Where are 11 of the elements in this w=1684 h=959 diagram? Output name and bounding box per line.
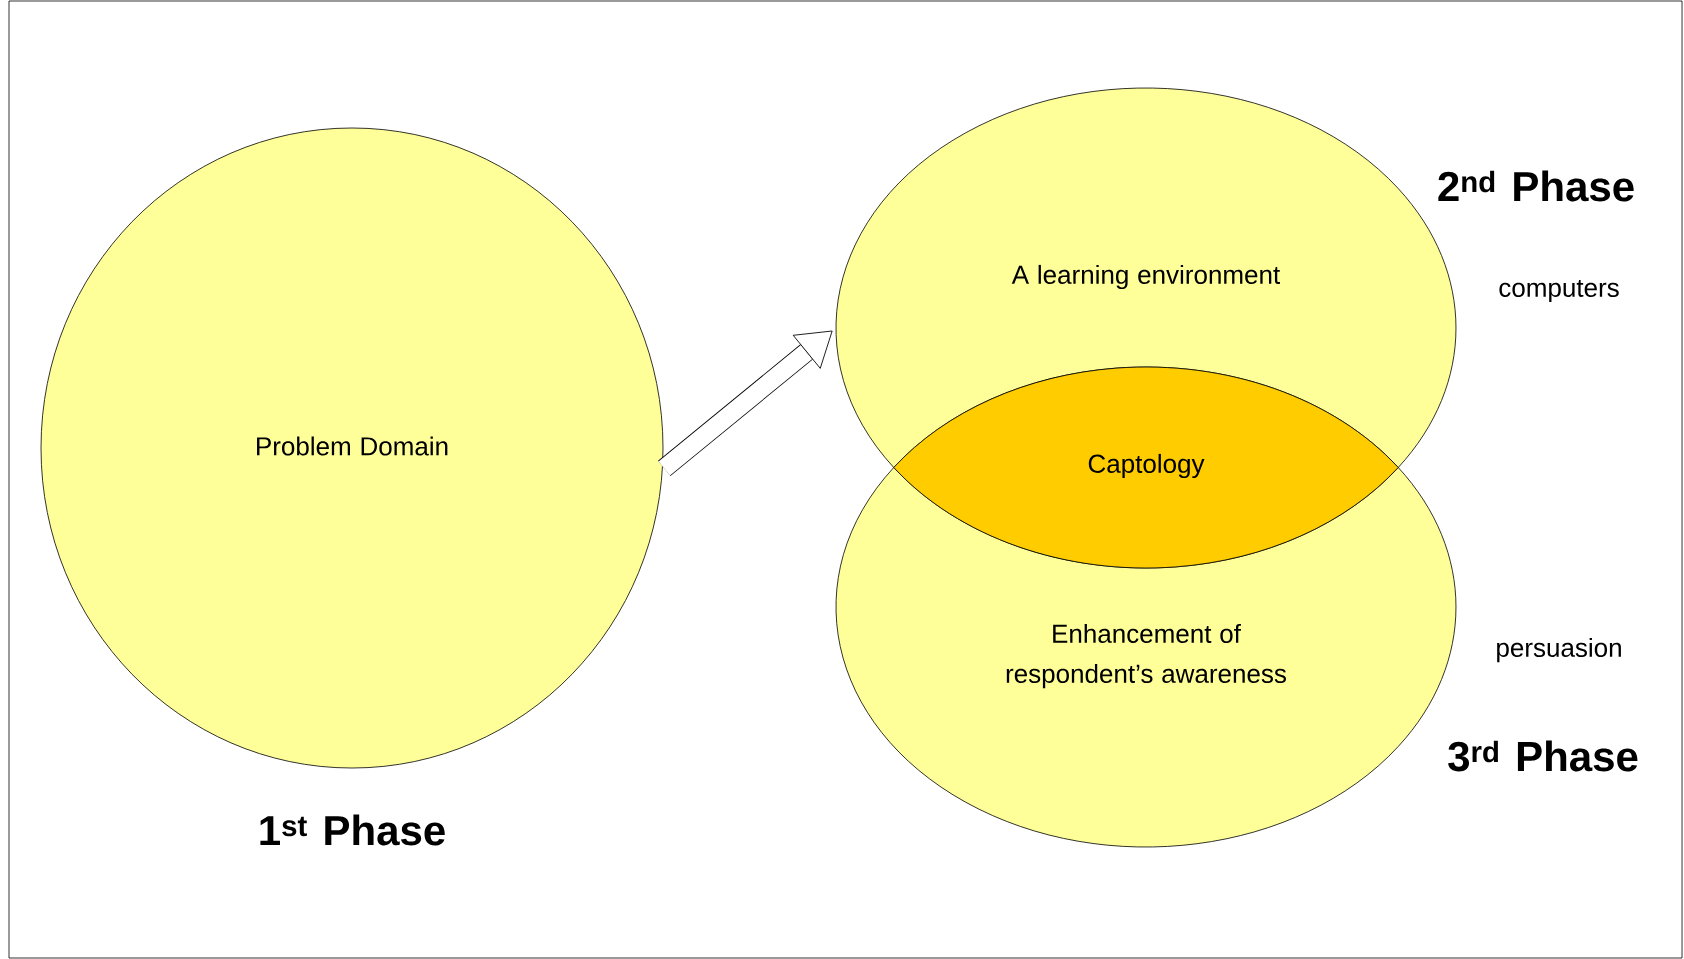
phase-label: 1$^{st}$ Phase xyxy=(260,814,445,846)
overlap-region: Captology xyxy=(893,366,1399,569)
side-label: computers xyxy=(1499,279,1619,303)
phase-label: 3$^{rd}$ Phase xyxy=(1448,740,1638,772)
node-label: Problem Domain xyxy=(257,436,448,456)
block-arrow xyxy=(658,330,833,477)
node-label: A learning environment xyxy=(1011,264,1280,290)
side-label: persuasion xyxy=(1497,637,1621,663)
phase-label: 2$^{nd}$ Phase xyxy=(1438,170,1634,202)
circle xyxy=(40,127,664,769)
node-label: Enhancement of respondent’s awareness xyxy=(1006,623,1286,689)
